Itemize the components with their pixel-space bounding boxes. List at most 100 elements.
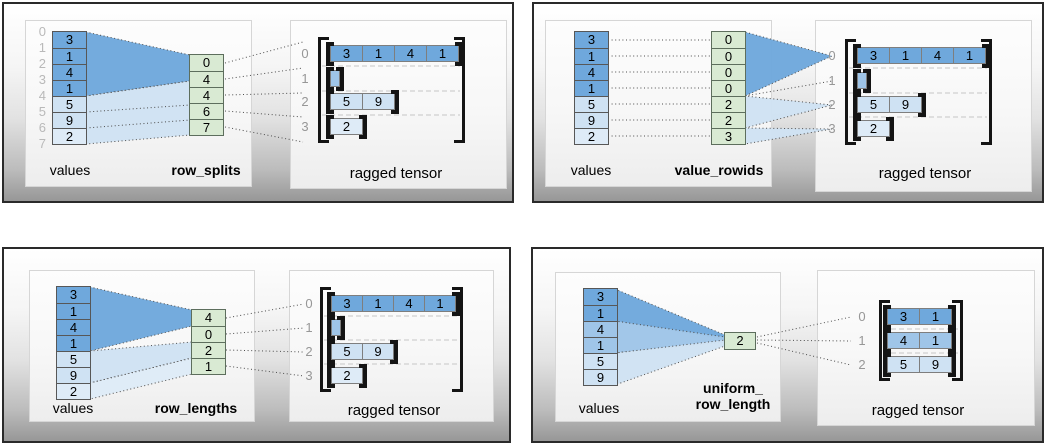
values-cell: 5 (575, 96, 608, 112)
tensor-outer-bracket-left (320, 287, 331, 392)
tensor-cell: 2 (330, 118, 363, 135)
values-cell: 1 (575, 80, 608, 96)
tensor-row-index: 3 (828, 121, 836, 136)
row-bracket-left (853, 44, 861, 68)
tensor-cell: 4 (921, 47, 954, 64)
values-cell: 4 (53, 64, 86, 80)
tensor-outer-bracket-right (454, 37, 465, 143)
tensor-row-index: 2 (858, 357, 866, 372)
row-bracket-left (327, 340, 335, 364)
row-bracket-right (336, 67, 344, 91)
tensor-cell: 4 (393, 295, 425, 312)
tensor-row-index: 1 (301, 71, 309, 86)
tensor-row-index: 0 (305, 296, 313, 311)
values-cell: 1 (57, 303, 90, 319)
method-column: 2 (724, 332, 756, 350)
row-bracket-right (886, 117, 894, 141)
tensor-row-index: 0 (828, 48, 836, 63)
values-cell: 2 (53, 128, 86, 144)
row-bracket-right (918, 93, 926, 117)
tensor-row-index: 0 (301, 46, 309, 61)
values-cell: 1 (57, 335, 90, 351)
method-label-line2: row_length (695, 396, 771, 412)
ragged-tensor-label: ragged tensor (871, 402, 965, 419)
tensor-cell: 1 (889, 47, 922, 64)
row-bracket-right (337, 316, 345, 340)
tensor-row-index: 0 (858, 309, 866, 324)
values-label: values (49, 162, 91, 178)
tensor-row-index: 3 (301, 119, 309, 134)
value-index: 2 (38, 56, 46, 71)
tensor-outer-bracket-right (452, 287, 463, 392)
row-bracket-right (948, 329, 956, 353)
value-index: 3 (38, 72, 46, 87)
tensor-row-index: 2 (828, 97, 836, 112)
value-index: 1 (38, 40, 46, 55)
method-cell: 0 (712, 80, 745, 96)
row-bracket-left (883, 353, 891, 377)
tensor-row-index: 1 (828, 73, 836, 88)
tensor-cell: 5 (887, 356, 920, 373)
row-bracket-left (883, 305, 891, 329)
method-cell: 0 (190, 55, 223, 71)
tensor-row-index: 3 (305, 368, 313, 383)
tensor-cell: 1 (919, 308, 952, 325)
method-cell: 2 (712, 96, 745, 112)
method-cell: 2 (725, 333, 755, 349)
method-cell: 2 (712, 112, 745, 128)
tensor-cell: 1 (362, 45, 395, 62)
method-cell: 4 (190, 71, 223, 87)
row-bracket-left (327, 292, 335, 316)
row-bracket-right (390, 340, 398, 364)
value-index: 7 (38, 136, 46, 151)
method-cell: 0 (712, 32, 745, 48)
row-bracket-left (326, 90, 334, 114)
tensor-outer-bracket-left (879, 300, 890, 381)
tensor-cell: 5 (330, 93, 363, 110)
tensor-cell: 9 (889, 96, 922, 113)
values-cell: 3 (57, 287, 90, 303)
tensor-cell: 5 (857, 96, 890, 113)
ragged-tensor-label: ragged tensor (347, 402, 441, 419)
row-bracket-left (327, 364, 335, 388)
tensor-cell: 1 (362, 295, 394, 312)
values-cell: 1 (53, 48, 86, 64)
method-cell: 0 (192, 326, 225, 342)
tensor-row-index: 1 (858, 333, 866, 348)
tensor-row-index: 2 (305, 344, 313, 359)
values-cell: 4 (575, 64, 608, 80)
method-cell: 7 (190, 119, 223, 135)
method-label: value_rowids (674, 162, 764, 178)
tensor-row-index: 2 (301, 94, 309, 109)
values-cell: 9 (57, 367, 90, 383)
values-cell: 2 (57, 383, 90, 399)
tensor-cell: 3 (331, 295, 363, 312)
value-index: 4 (38, 88, 46, 103)
values-cell: 3 (584, 289, 617, 305)
values-cell: 2 (575, 128, 608, 144)
tensor-cell: 9 (362, 93, 395, 110)
row-bracket-left (327, 316, 335, 340)
tensor-cell: 9 (919, 356, 952, 373)
method-cell: 0 (712, 64, 745, 80)
row-bracket-left (853, 93, 861, 117)
row-bracket-left (326, 115, 334, 139)
method-cell: 2 (192, 342, 225, 358)
values-cell: 9 (53, 112, 86, 128)
tensor-cell: 1 (426, 45, 459, 62)
method-cell: 4 (190, 87, 223, 103)
row-bracket-right (863, 69, 871, 93)
values-cell: 4 (57, 319, 90, 335)
method-label-line1: uniform_ (703, 380, 763, 396)
values-cell: 9 (584, 369, 617, 385)
values-cell: 1 (53, 80, 86, 96)
tensor-cell: 4 (394, 45, 427, 62)
method-label: row_lengths (154, 400, 238, 416)
value-index: 0 (38, 24, 46, 39)
